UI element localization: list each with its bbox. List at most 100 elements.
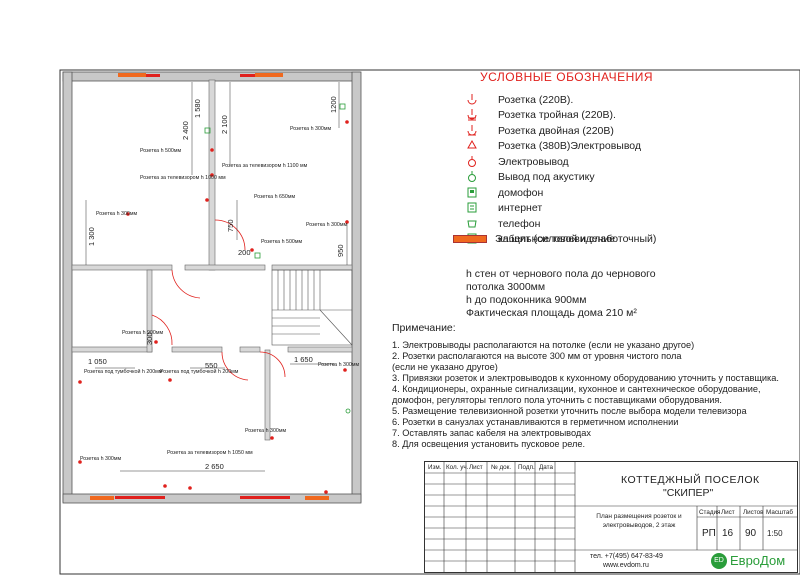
doors (151, 219, 286, 381)
plan-label: Розетка h 900мм (122, 330, 163, 336)
dim-1580: 1 580 (193, 99, 202, 118)
plan-label: Розетка под тумбочкой h 200мм (84, 368, 163, 375)
fact-line: потолка 3000мм (466, 281, 546, 293)
shield-label: Эл.щит (силовой и слаботочный) (495, 233, 657, 245)
stamp-col-header: Масштаб (766, 509, 793, 516)
plan-label: Розетка h 300мм (80, 456, 121, 462)
legend-label: телефон (498, 217, 541, 230)
legend-label: домофон (498, 186, 544, 199)
plan-label: Розетка h 300мм (306, 222, 347, 228)
dim-1650: 1 650 (294, 355, 313, 364)
contact-site: www.evdom.ru (603, 562, 649, 569)
outer-walls (62, 71, 362, 504)
windows (115, 74, 290, 499)
legend-row: домофон (466, 185, 641, 201)
stamp-header: Дата (539, 464, 553, 471)
legend-label: Розетка двойная (220В) (498, 124, 614, 137)
project-title: "СКИПЕР" (663, 487, 714, 499)
stamp-header: Лист (469, 464, 483, 471)
note-line: (если не указано другое) (392, 362, 498, 372)
stamp-header: Кол. уч. (446, 464, 469, 471)
fact-line: h стен от чернового пола до чернового (466, 268, 656, 280)
dim-1200: 1200 (329, 96, 338, 113)
stamp-col-header: Листов (743, 509, 764, 516)
plan-label: Розетка за телевизором h 1050 мм (167, 450, 253, 456)
staircase (271, 269, 353, 346)
panel-icon (453, 235, 487, 243)
plan-label: Розетка h 500мм (261, 239, 302, 245)
legend-row: Вывод под акустику (466, 170, 641, 186)
legend-row: Розетка тройная (220В). (466, 108, 641, 124)
socket-markers (78, 120, 349, 494)
title-block-grid (425, 462, 797, 572)
shield-legend: Эл.щит (силовой и слаботочный) (453, 233, 656, 245)
plan-label: Розетка h 650мм (254, 194, 295, 200)
interior-walls (71, 79, 353, 441)
dim-200: 200 (238, 248, 251, 257)
stamp-col-header: Стадия (699, 509, 721, 516)
logo-text: ЕвроДом (730, 553, 786, 568)
plan-label: Розетка h 300мм (290, 126, 331, 132)
notes: 1. Электровыводы располагаются на потолк… (392, 340, 779, 450)
dimension-lines (85, 82, 348, 472)
internet-icon (466, 201, 488, 215)
dim-1300: 1 300 (87, 227, 96, 246)
legend-label: кабельное телевидение (498, 233, 616, 246)
note-line: 5. Размещение телевизионной розетки уточ… (392, 406, 747, 416)
legend-label: Вывод под акустику (498, 171, 595, 184)
legend-title: УСЛОВНЫЕ ОБОЗНАЧЕНИЯ (480, 70, 654, 84)
title-block: Изм. Кол. уч. Лист № док. Подп. Дата КОТ… (424, 461, 798, 573)
stage-value: РП (702, 528, 716, 539)
dim-1050: 1 050 (88, 357, 107, 366)
acoustic-outlet-icon (466, 170, 488, 184)
note-line: домофон, регуляторы теплого пола уточнит… (392, 395, 722, 405)
fact-line: Фактическая площадь дома 210 м² (466, 307, 637, 319)
stamp-header: Подп. (518, 464, 535, 471)
green-markers (204, 103, 351, 414)
outlet-icon (466, 155, 488, 169)
logo-icon: ЕD (711, 553, 727, 569)
note-line: 2. Розетки располагаются на высоте 300 м… (392, 351, 682, 361)
sheets-value: 90 (745, 528, 757, 539)
drawing-frame (59, 69, 800, 575)
dim-2400: 2 400 (181, 121, 190, 140)
legend-label: Розетка (380В)Электровывод (498, 140, 642, 153)
notes-title: Примечание: (392, 322, 456, 334)
note-line: 3. Привязки розеток и электровыводов к к… (392, 373, 779, 383)
plan-label: Розетка под тумбочкой h 200мм (160, 368, 239, 375)
legend-label: интернет (498, 202, 543, 215)
plan-label: Розетка h 500мм (140, 148, 181, 154)
sheet-title: План размещения розеток и электровыводов… (596, 513, 682, 529)
stamp-header: Изм. (428, 464, 442, 471)
plan-label: Розетка за телевизором h 1000 мм (140, 175, 226, 181)
scale-value: 1:50 (767, 529, 783, 538)
legend-row: интернет (466, 201, 641, 217)
socket-icon (466, 93, 488, 107)
legend-row: Розетка (380В)Электровывод (466, 139, 641, 155)
note-line: 1. Электровыводы располагаются на потолк… (392, 340, 695, 350)
dim-2650: 2 650 (205, 462, 224, 471)
fact-line: h до подоконника 900мм (466, 294, 587, 306)
sheet-value: 16 (722, 528, 734, 539)
socket-380-icon (466, 139, 488, 153)
dim-2100: 2 100 (220, 115, 229, 134)
note-line: 8. Для освещения установить пусковое рел… (392, 439, 586, 449)
legend-row: телефон (466, 216, 641, 232)
triple-socket-icon (466, 108, 488, 122)
legend-row: Электровывод (466, 154, 641, 170)
intercom-icon (466, 186, 488, 200)
note-line: 7. Оставлять запас кабеля на электровыво… (392, 428, 591, 438)
facts: h стен от чернового пола до чернового по… (466, 268, 656, 320)
stamp-col-header: Лист (721, 509, 735, 516)
legend-label: Электровывод (498, 155, 569, 168)
project-name: КОТТЕДЖНЫЙ ПОСЕЛОК (621, 474, 760, 486)
legend-row: Розетка двойная (220В) (466, 123, 641, 139)
stamp-header: № док. (491, 464, 512, 471)
plan-shields (90, 73, 329, 500)
legend-list: Розетка (220В). Розетка тройная (220В). … (466, 92, 641, 247)
plan-label: Розетка за телевизором h 1100 мм (222, 163, 308, 169)
dim-550: 550 (205, 361, 218, 370)
plan-label: Розетка h 300мм (318, 362, 359, 368)
dim-300: 300 (145, 332, 154, 345)
